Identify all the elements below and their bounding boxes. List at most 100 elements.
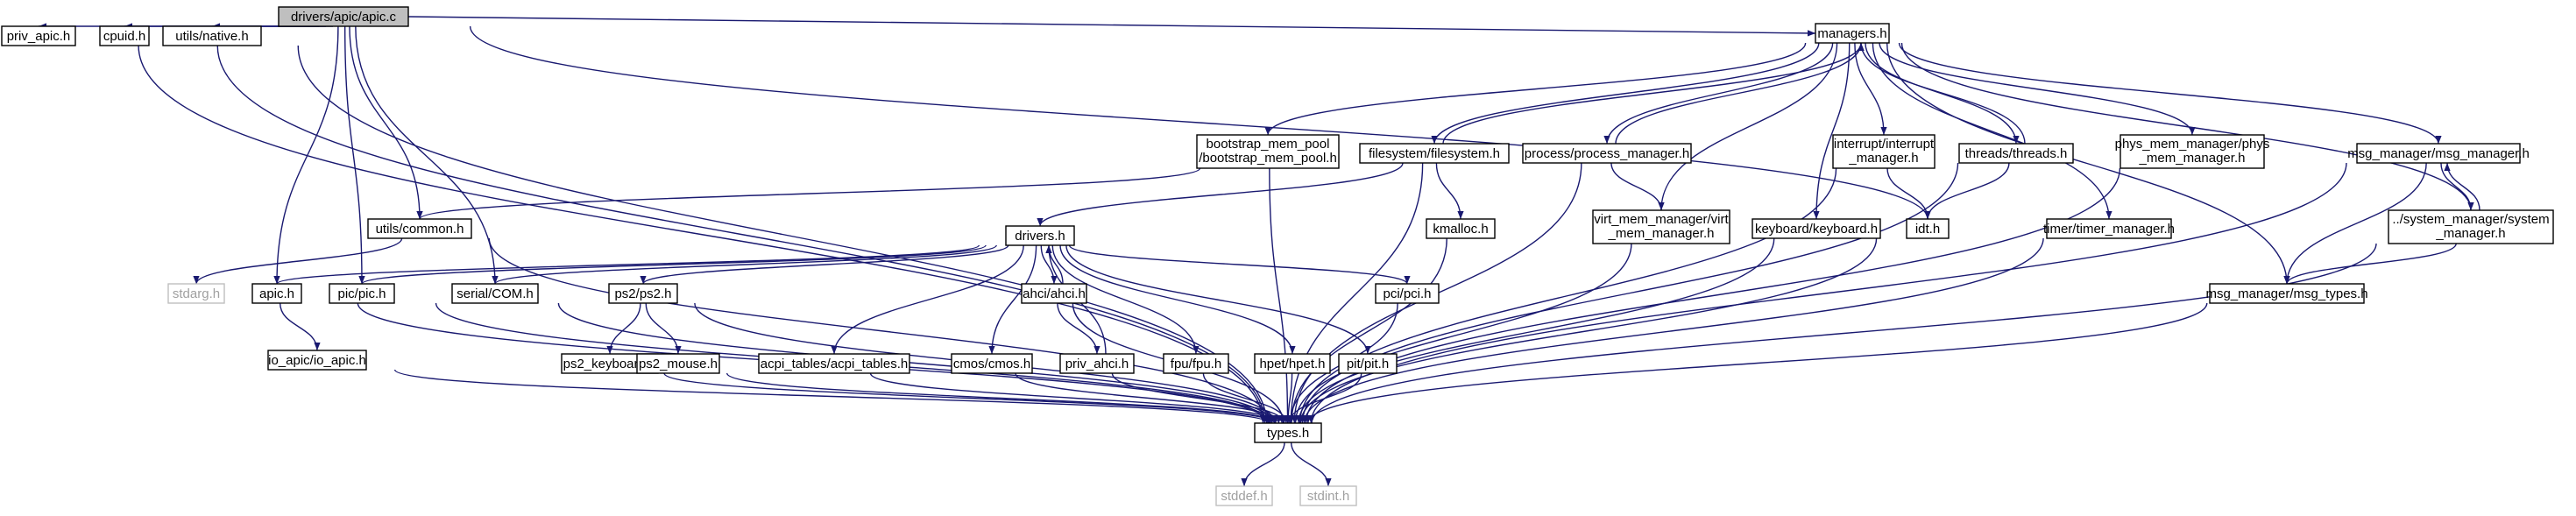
node-pic[interactable]: pic/pic.h [329,283,395,304]
node-box [1592,209,1730,244]
edge-filesystem-to-managers [1442,42,1865,145]
node-label: process/process_manager.h [1525,146,1689,161]
edge-drivers-to-pit [1065,244,1371,355]
node-box [1522,143,1692,164]
node-box [1338,353,1398,374]
edge-bootstrap-to-common [416,167,1201,220]
node-label: pic/pic.h [337,286,386,301]
node-keyboard[interactable]: keyboard/keyboard.h [1752,218,1881,239]
edge-privahci-to-types [1111,372,1288,424]
node-stdarg[interactable]: stdarg.h [167,283,225,304]
edge-kmalloc-to-types [1288,237,1447,424]
node-timer[interactable]: timer/timer_manager.h [2043,218,2175,239]
node-label: priv_ahci.h [1065,357,1129,371]
edge-apic_c-to-common [349,25,423,220]
node-label: _manager.h [2435,226,2505,241]
node-msgtypes[interactable]: msg_manager/msg_types.h [2205,283,2368,304]
node-label: serial/COM.h [456,286,534,301]
node-label: utils/native.h [175,29,248,44]
edge-cpuid-to-types [216,45,1268,424]
edge-managers-to-phys [1879,42,2196,136]
node-kmalloc[interactable]: kmalloc.h [1426,218,1496,239]
node-apic_h[interactable]: apic.h [251,283,302,304]
node-phys[interactable]: phys_mem_manager/phys_mem_manager.h [2115,134,2270,169]
node-label: filesystem/filesystem.h [1369,146,1500,161]
node-label: managers.h [1817,26,1886,41]
edge-filesystem-to-types [1287,162,1424,424]
node-idt[interactable]: idt.h [1906,218,1950,239]
node-priv_apic[interactable]: priv_apic.h [1,25,76,46]
node-msgmgr[interactable]: msg_manager/msg_manager.h [2347,143,2530,164]
edge-sysmgr-to-types [1308,243,2377,424]
node-box [267,350,367,371]
edge-types-to-stdint [1290,442,1332,487]
node-interrupt[interactable]: interrupt/interrupt_manager.h [1832,134,1936,169]
node-apic_c[interactable]: drivers/apic/apic.c [278,6,409,27]
node-privahci[interactable]: priv_ahci.h [1059,353,1135,374]
node-drivers[interactable]: drivers.h [1005,225,1075,246]
node-stddef[interactable]: stddef.h [1215,485,1273,506]
node-common[interactable]: utils/common.h [367,218,472,239]
node-label: ps2_mouse.h [639,357,718,371]
edge-managers-to-timer [1872,42,2112,220]
node-process[interactable]: process/process_manager.h [1522,143,1692,164]
edge-interrupt-to-types [1297,167,1837,424]
node-virt[interactable]: virt_mem_manager/virt_mem_manager.h [1592,209,1730,244]
node-acpi[interactable]: acpi_tables/acpi_tables.h [758,353,910,374]
node-label: kmalloc.h [1433,222,1488,237]
node-cmos[interactable]: cmos/cmos.h [951,353,1033,374]
node-label: virt_mem_manager/virt [1594,212,1729,227]
edge-managers-to-sysmgr [1900,42,2474,211]
node-label: fpu/fpu.h [1171,357,1221,371]
edge-serial-to-types [557,302,1276,424]
node-sysmgr[interactable]: ../system_manager/system_manager.h [2388,209,2554,244]
edge-apic_c-to-idt [469,25,1931,220]
node-label: hpet/hpet.h [1259,357,1325,371]
edge-ioapic-to-types [393,369,1272,424]
node-box [99,25,150,46]
node-ps2mouse[interactable]: ps2_mouse.h [636,353,720,374]
node-box [1196,134,1340,169]
node-box [451,283,539,304]
edge-fpu-to-types [1202,372,1290,424]
node-box [2356,143,2521,164]
node-ahci[interactable]: ahci/ahci.h [1021,283,1087,304]
edge-drivers-to-ps2 [640,244,1009,285]
node-pci[interactable]: pci/pci.h [1375,283,1440,304]
node-fpu[interactable]: fpu/fpu.h [1163,353,1229,374]
node-filesystem[interactable]: filesystem/filesystem.h [1359,143,1510,164]
edge-drivers-to-fpu [1051,244,1200,355]
node-threads[interactable]: threads/threads.h [1958,143,2074,164]
node-box [1059,353,1135,374]
node-stdint[interactable]: stdint.h [1299,485,1357,506]
node-label: priv_apic.h [7,29,71,44]
node-serial[interactable]: serial/COM.h [451,283,539,304]
edge-acpi-to-types [869,372,1283,424]
node-hpet[interactable]: hpet/hpet.h [1254,353,1331,374]
node-bootstrap[interactable]: bootstrap_mem_pool/bootstrap_mem_pool.h [1196,134,1340,169]
node-box [1815,23,1890,44]
edge-drivers-to-pic [358,244,987,285]
node-box [636,353,720,374]
node-box [162,25,262,46]
node-label: msg_manager/msg_types.h [2205,286,2367,301]
node-types[interactable]: types.h [1254,422,1322,443]
node-label: msg_manager/msg_manager.h [2347,146,2530,161]
node-cpuid[interactable]: cpuid.h [99,25,150,46]
node-ioapic[interactable]: io_apic/io_apic.h [267,350,367,371]
edge-msgmgr-to-types [1307,162,2347,424]
node-box [167,283,225,304]
edge-drivers-to-serial [492,244,997,285]
node-pit[interactable]: pit/pit.h [1338,353,1398,374]
node-managers[interactable]: managers.h [1815,23,1890,44]
node-label: _mem_manager.h [1608,226,1715,241]
edge-apic_c-to-managers [407,16,1816,37]
edge-ps2kb-to-types [663,372,1277,424]
node-box [251,283,302,304]
node-ps2kb[interactable]: ps2_keyboard.h [561,353,659,374]
node-ps2[interactable]: ps2/ps2.h [608,283,678,304]
node-native[interactable]: utils/native.h [162,25,262,46]
edge-msgmgr-to-msgtypes [2283,162,2427,285]
node-box [1005,225,1075,246]
node-label: cpuid.h [103,29,145,44]
